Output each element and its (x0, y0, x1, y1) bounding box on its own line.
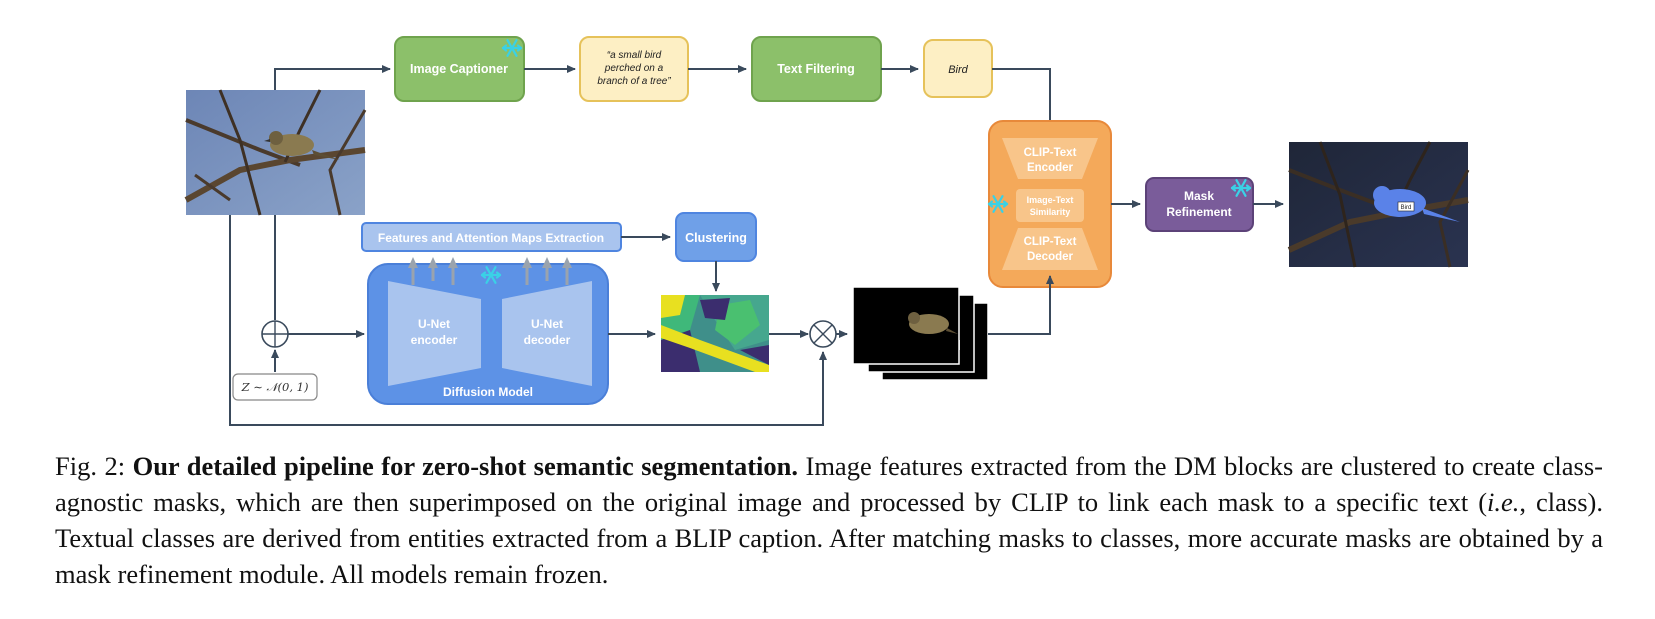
text-filtering-label: Text Filtering (777, 62, 855, 76)
features-extraction-label: Features and Attention Maps Extraction (378, 231, 604, 245)
masked-images-stack (852, 286, 989, 381)
clip-encoder-line-1: CLIP-Text (1024, 147, 1077, 159)
caption-line-3: branch of a tree” (597, 76, 671, 87)
caption-text-box: “a small bird perched on a branch of a t… (579, 36, 689, 102)
mask-refinement-line-1: Mask (1184, 189, 1214, 203)
image-captioner-box: Image Captioner (394, 36, 525, 102)
features-extraction-box: Features and Attention Maps Extraction (361, 222, 622, 252)
output-class-tag: Bird (1401, 205, 1412, 211)
clip-module: CLIP-Text Encoder Image-Text Similarity … (987, 120, 1112, 288)
noise-label: Z ∼ 𝒩(0, 1) (241, 380, 309, 394)
unet-encoder-line-1: U-Net (418, 317, 450, 331)
caption-body-2: , class). Textual classes are derived fr… (55, 487, 1603, 589)
unet-encoder-line-2: encoder (411, 333, 458, 347)
cluster-mask-image (661, 295, 769, 372)
bird-class-box: Bird (923, 39, 993, 98)
similarity-line-2: Similarity (1030, 207, 1071, 217)
line-image-to-multiply (229, 215, 827, 426)
caption-title: Our detailed pipeline for zero-shot sema… (132, 451, 798, 481)
clip-encoder-line-2: Encoder (1027, 162, 1074, 174)
noise-distribution-box: Z ∼ 𝒩(0, 1) (232, 373, 318, 401)
caption-prefix: Fig. 2: (55, 451, 133, 481)
diffusion-model-box: U-Net encoder U-Net decoder Diffusion Mo… (367, 263, 609, 405)
diffusion-model-label: Diffusion Model (443, 385, 533, 399)
feature-arrows (408, 257, 572, 285)
bird-class-label: Bird (948, 64, 968, 76)
mask-multiply-node (809, 320, 837, 348)
image-captioner-label: Image Captioner (410, 62, 508, 76)
output-segmented-image: Bird (1287, 141, 1470, 268)
similarity-line-1: Image-Text (1027, 195, 1074, 205)
clustering-label: Clustering (685, 231, 747, 245)
mask-refinement-box: Mask Refinement (1145, 177, 1254, 232)
pipeline-diagram: Image Captioner “a small bird perched on… (184, 36, 1470, 426)
noise-add-node (261, 320, 289, 348)
text-filtering-box: Text Filtering (751, 36, 882, 102)
arrow-masks-to-clip (988, 275, 1054, 335)
clip-decoder-line-1: CLIP-Text (1024, 236, 1077, 248)
input-bird-image (184, 89, 367, 216)
caption-line-1: “a small bird (607, 50, 662, 61)
caption-body-1: Image features extracted from the DM blo… (55, 451, 1603, 517)
clip-decoder-line-2: Decoder (1027, 251, 1074, 263)
figure-caption: Fig. 2: Our detailed pipeline for zero-s… (55, 448, 1603, 592)
clustering-box: Clustering (675, 212, 757, 262)
caption-ie: i.e. (1487, 487, 1520, 517)
caption-line-2: perched on a (604, 63, 664, 74)
unet-decoder-line-2: decoder (524, 333, 571, 347)
arrow-image-to-captioner (274, 65, 391, 90)
unet-decoder-line-1: U-Net (531, 317, 563, 331)
mask-refinement-line-2: Refinement (1166, 205, 1231, 219)
arrow-bird-to-clip (992, 68, 1054, 133)
